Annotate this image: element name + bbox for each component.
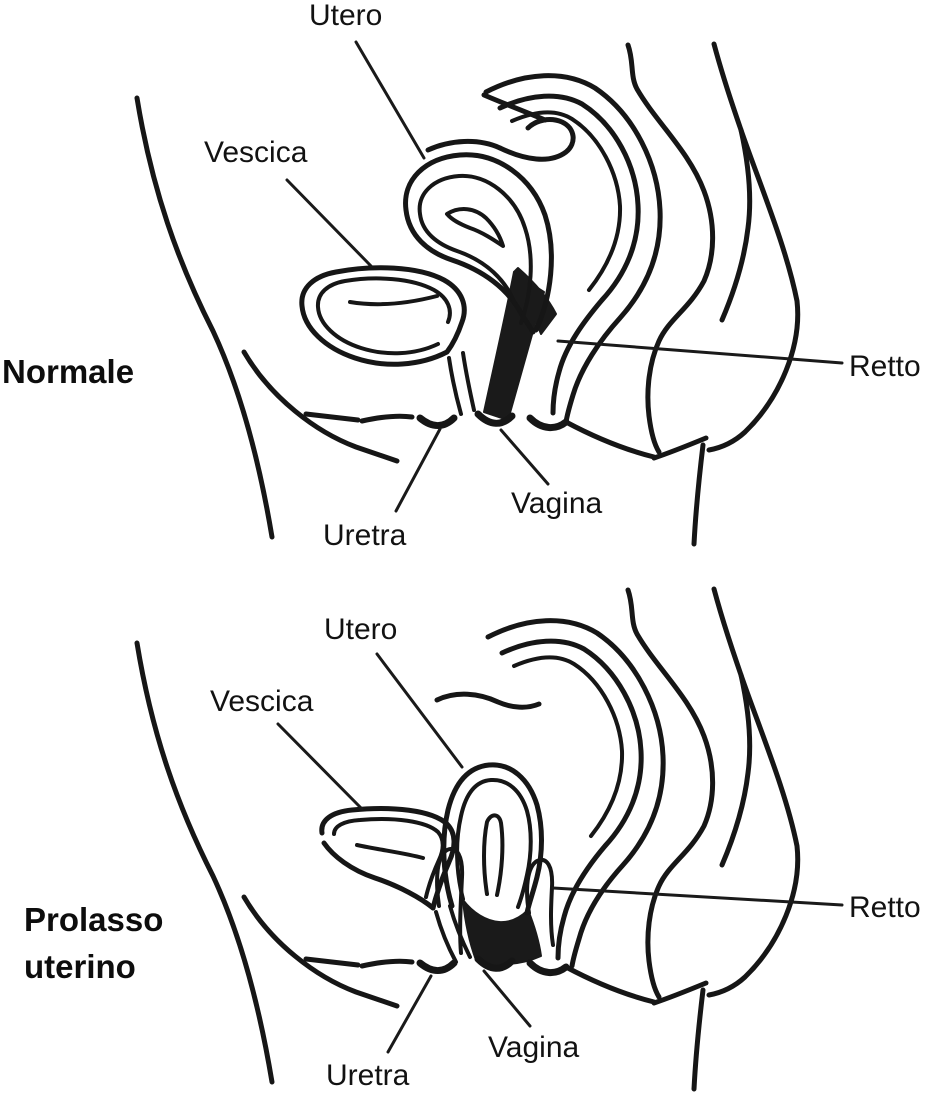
peritoneal-fold: [497, 117, 576, 162]
skin-crease: [303, 411, 361, 423]
bladder-inner-wall: [315, 276, 452, 356]
leader-line-vagina: [499, 428, 550, 486]
cervix-shadow-fill: [513, 267, 557, 335]
urethral-opening: [416, 959, 458, 974]
urethra-wall-left: [434, 910, 458, 964]
perineum-line-1: [359, 958, 415, 969]
label-retto-prolasso: Retto: [849, 891, 921, 924]
mons-contour: [241, 349, 400, 464]
bowel-line: [434, 691, 542, 710]
bladder-fold: [355, 843, 425, 860]
uterus-inner-wall: [417, 173, 533, 325]
rectum-inner-wall: [499, 638, 644, 961]
leader-line-uretra: [394, 427, 442, 513]
perineum-line-1: [359, 413, 415, 424]
anal-opening: [526, 414, 570, 431]
panel-title-normale: Normale: [2, 353, 135, 390]
urethra-wall-left: [447, 356, 463, 416]
bladder-inner-wall: [332, 817, 445, 899]
label-uretra-prolasso: Uretra: [326, 1059, 410, 1092]
perineum-line-2: [563, 964, 657, 1005]
perineum-line-2: [563, 419, 657, 460]
uterine-cavity: [445, 207, 505, 248]
back-contour-outer: [706, 41, 801, 453]
label-vescica-normale: Vescica: [204, 136, 308, 169]
label-utero-prolasso: Utero: [324, 613, 398, 646]
label-utero-normale: Utero: [309, 0, 383, 32]
bowel-line: [481, 92, 548, 123]
anatomy-prolasso-uterino: [134, 586, 844, 1092]
urethra-wall-right: [448, 904, 472, 959]
uterus-outline: [441, 762, 544, 916]
rectum-outer-wall: [483, 73, 663, 425]
back-contour-middle: [719, 127, 753, 323]
bladder-fold: [348, 294, 439, 307]
vaginal-fold-right: [525, 857, 555, 947]
skin-crease: [303, 956, 361, 968]
uterus-inner-wall: [455, 777, 533, 909]
leader-line-vagina: [482, 969, 532, 1028]
gluteal-fold: [651, 980, 709, 1006]
leader-line-utero: [354, 40, 426, 160]
label-retto-normale: Retto: [849, 350, 921, 383]
uterine-cavity: [482, 813, 505, 897]
leader-line-utero: [375, 652, 464, 769]
leader-line-vescica: [285, 178, 373, 268]
rectum-outer-wall: [485, 618, 666, 969]
urethra-wall-right: [461, 351, 476, 412]
rectum-inner-wall: [497, 93, 641, 416]
fundus-top-line: [425, 138, 503, 153]
gluteal-fold-vertical: [691, 442, 706, 547]
anal-opening: [526, 959, 570, 976]
back-contour-inner: [625, 42, 716, 455]
rectum-lining: [510, 110, 623, 292]
label-uretra-normale: Uretra: [323, 519, 407, 552]
label-vescica-prolasso: Vescica: [210, 685, 314, 718]
back-contour-outer: [706, 586, 801, 998]
gluteal-fold-vertical: [691, 987, 706, 1092]
back-contour-inner: [625, 587, 716, 1000]
urethral-opening: [416, 414, 458, 429]
anatomy-normale: [134, 40, 844, 547]
rectum-lining: [512, 655, 625, 838]
abdomen-thigh-contour: [134, 95, 275, 540]
back-contour-middle: [719, 672, 753, 868]
label-vagina-normale: Vagina: [511, 487, 603, 520]
panel-title-prolasso-uterino: Prolasso uterino: [24, 901, 164, 985]
label-vagina-prolasso: Vagina: [488, 1031, 580, 1064]
gluteal-fold: [651, 435, 709, 461]
mons-contour: [241, 894, 400, 1009]
uterus-outline: [403, 152, 554, 335]
bladder-outline: [299, 265, 467, 367]
leader-line-vescica: [276, 722, 364, 811]
bladder-outline: [319, 806, 457, 911]
vagina-canal-fill: [462, 899, 542, 966]
abdomen-thigh-contour: [134, 640, 275, 1085]
bladder-bottom-wall: [321, 840, 436, 911]
leader-line-retto: [551, 886, 844, 907]
vaginal-opening: [474, 410, 516, 427]
leader-line-uretra: [386, 974, 433, 1054]
vaginal-fold-left: [435, 846, 465, 955]
leader-line-retto: [556, 339, 844, 365]
vaginal-opening: [474, 955, 516, 972]
